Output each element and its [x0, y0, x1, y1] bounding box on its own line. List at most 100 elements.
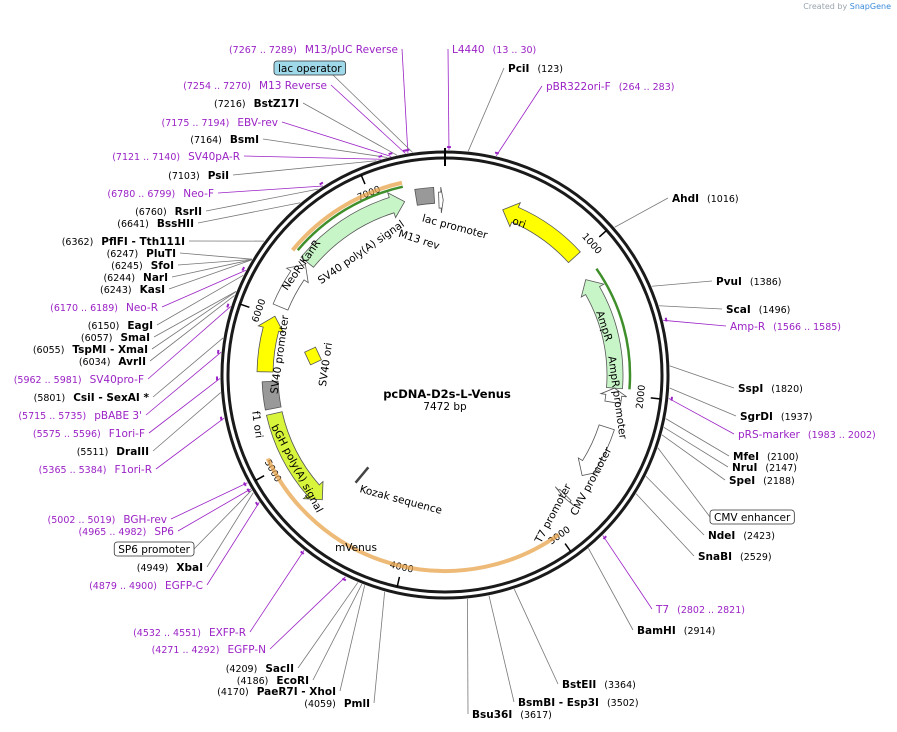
- map-label-range: (5365 .. 5384): [39, 465, 107, 476]
- map-label: NdeI: [708, 530, 735, 542]
- map-label: Neo-R: [126, 302, 158, 314]
- feature-lac-promoter: [438, 186, 444, 214]
- leader-line: [151, 291, 237, 350]
- map-label: F1ori-R: [115, 464, 152, 476]
- map-label: NruI: [732, 462, 757, 474]
- map-label-range: (2529): [740, 552, 772, 563]
- map-label: Neo-F: [183, 188, 214, 200]
- map-label: SgrDI: [740, 411, 773, 423]
- leader-line: [373, 591, 386, 704]
- map-label-range: (4170): [217, 687, 249, 698]
- orf-highlight: [265, 457, 560, 573]
- leader-line: [513, 588, 559, 685]
- map-label: EBV-rev: [237, 117, 278, 129]
- plasmid-name: pcDNA-D2s-L-Venus: [383, 387, 511, 401]
- map-label-range: (2914): [684, 626, 716, 637]
- leader-line: [669, 387, 737, 417]
- plasmid-size: 7472 bp: [423, 401, 467, 413]
- map-label: Amp-R: [730, 321, 765, 333]
- inner-label: SV40 ori: [317, 342, 335, 387]
- map-label-range: (6150): [88, 321, 120, 332]
- map-label-range: (5801): [34, 393, 66, 404]
- primer-site-mark: [388, 152, 393, 156]
- credit-prefix: Created by: [803, 2, 848, 11]
- feature-bGH-polyA: [261, 380, 282, 411]
- leader-line: [645, 475, 705, 536]
- credit-brand: SnapGene: [849, 2, 891, 11]
- primer-site-mark: [602, 535, 607, 540]
- leader-line: [447, 48, 450, 151]
- map-label-range: (264 .. 283): [619, 82, 675, 93]
- feature-SV40-polyA: [414, 186, 436, 206]
- map-label: SV40pro-F: [90, 374, 144, 386]
- leader-line: [147, 306, 231, 380]
- map-label: pBR322ori-F: [546, 81, 611, 93]
- map-label-range: (3364): [604, 680, 636, 691]
- map-label: PciI: [508, 63, 529, 75]
- map-label: SmaI: [121, 332, 151, 344]
- map-label: pBABE 3': [94, 410, 142, 422]
- label-box: [709, 509, 795, 525]
- leader-line: [331, 73, 413, 153]
- feature-label-f1-ori: f1 ori: [249, 410, 265, 439]
- leader-line-group: [145, 48, 737, 715]
- map-label-range: (4059): [304, 699, 336, 710]
- feature-SV40-promoter: [272, 264, 309, 311]
- tick-label: 1000: [579, 231, 603, 256]
- map-label-range: (4186): [237, 676, 269, 687]
- map-label: EXFP-R: [209, 627, 246, 639]
- primer-site-mark: [494, 151, 499, 155]
- leader-line: [232, 160, 377, 176]
- leader-line: [156, 274, 244, 326]
- leader-line: [488, 595, 515, 703]
- tick-label: 6000: [250, 298, 268, 324]
- sv40-ori-box: [304, 346, 322, 366]
- tick-mark: [564, 543, 572, 553]
- map-label: AvrII: [118, 356, 146, 368]
- leader-line: [668, 398, 735, 435]
- map-label: CMV enhancer: [714, 512, 791, 524]
- map-label: F1ori-F: [109, 428, 145, 440]
- map-label: PsiI: [208, 170, 229, 182]
- map-label: BstZ17I: [254, 98, 299, 110]
- primer-site-mark: [246, 488, 251, 493]
- map-label-range: (3502): [607, 698, 639, 709]
- map-label: M13/pUC Reverse: [305, 44, 398, 56]
- map-label-range: (6034): [79, 357, 111, 368]
- map-label: lac operator: [278, 63, 342, 75]
- map-label: MfeI: [733, 451, 759, 463]
- map-label-range: (5002 .. 5019): [48, 515, 116, 526]
- leader-line: [657, 447, 711, 518]
- map-label: EGFP-N: [227, 644, 266, 656]
- leader-line: [401, 48, 409, 154]
- map-label-range: (13 .. 30): [493, 45, 537, 56]
- primer-site-mark: [226, 303, 230, 308]
- map-label: SP6 promoter: [118, 544, 190, 556]
- leader-line: [614, 197, 669, 228]
- leader-line: [262, 138, 388, 158]
- leader-line: [197, 202, 301, 224]
- leader-line: [170, 482, 248, 520]
- feature-label-SV40-polyA: SV40 poly(A) signal: [316, 218, 407, 287]
- map-label: L4440: [452, 44, 485, 56]
- map-label-range: (6760): [135, 207, 167, 218]
- map-label: BsmI: [230, 134, 259, 146]
- map-label-range: (6170 .. 6189): [50, 303, 118, 314]
- leader-line: [665, 418, 730, 457]
- orf-highlight: [296, 185, 404, 252]
- map-label-range: (4271 .. 4292): [152, 645, 220, 656]
- feature-label-mVenus: mVenus: [335, 542, 377, 554]
- leader-line: [249, 550, 305, 633]
- tick-mark: [598, 229, 608, 238]
- map-label-range: (6245): [111, 261, 143, 272]
- map-label: ScaI: [726, 304, 751, 316]
- feature-group: [256, 180, 632, 573]
- leader-line: [179, 252, 253, 260]
- leader-line: [153, 290, 237, 338]
- map-label: SV40pA-R: [188, 151, 240, 163]
- map-label: DraIII: [116, 446, 149, 458]
- map-label: SnaBI: [698, 551, 732, 563]
- backbone-group: [220, 148, 670, 600]
